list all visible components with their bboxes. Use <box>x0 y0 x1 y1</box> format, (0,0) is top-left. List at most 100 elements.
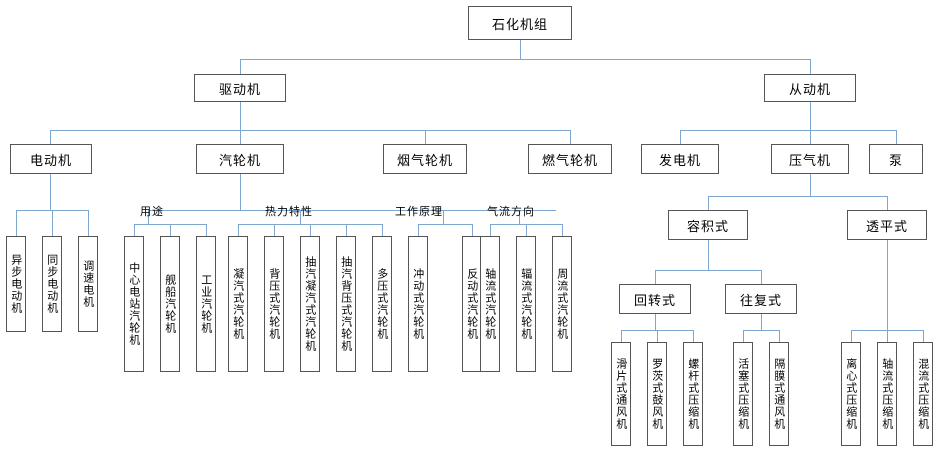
connector-turbo-leaf-1 <box>851 330 852 342</box>
leaf-peripheral-flow-turbine[interactable]: 周流式汽轮机 <box>552 236 572 372</box>
connector-motor-leaf-3 <box>88 210 89 236</box>
leaf-extraction-backpressure-turbine-label: 抽汽背压式汽轮机 <box>339 256 353 352</box>
leaf-diaphragm-fan[interactable]: 隔膜式通风机 <box>769 342 789 446</box>
leaf-async-motor-label: 异步电动机 <box>9 254 23 314</box>
group-label-use: 用途 <box>140 205 164 218</box>
node-turbo-type[interactable]: 透平式 <box>847 210 927 240</box>
node-driven[interactable]: 从动机 <box>764 74 856 102</box>
leaf-async-motor[interactable]: 异步电动机 <box>6 236 26 332</box>
node-root-label: 石化机组 <box>491 17 548 33</box>
leaf-axial-flow-turbine[interactable]: 轴流式汽轮机 <box>480 236 500 372</box>
leaf-extraction-backpressure-turbine[interactable]: 抽汽背压式汽轮机 <box>336 236 356 372</box>
leaf-radial-flow-turbine-label: 辐流式汽轮机 <box>519 268 533 340</box>
connector-turbo-down <box>887 240 888 330</box>
connector-level2-bus <box>240 59 810 60</box>
leaf-piston-compressor[interactable]: 活塞式压缩机 <box>733 342 753 446</box>
node-compressor-label: 压气机 <box>788 153 831 169</box>
connector-to-turbo <box>887 196 888 210</box>
connector-group-flow <box>519 210 520 224</box>
leaf-extraction-condensing-turbine[interactable]: 抽汽凝汽式汽轮机 <box>300 236 320 372</box>
connector-flow-leaf-2 <box>526 224 527 236</box>
connector-flow-leaf-1 <box>490 224 491 236</box>
leaf-screw-compressor[interactable]: 螺杆式压缩机 <box>683 342 703 446</box>
connector-to-generator <box>680 130 681 144</box>
leaf-reaction-turbine[interactable]: 反动式汽轮机 <box>462 236 482 372</box>
node-driven-label: 从动机 <box>788 82 831 98</box>
node-electric-motor[interactable]: 电动机 <box>10 144 92 174</box>
node-volumetric-type[interactable]: 容积式 <box>668 210 748 240</box>
node-generator-label: 发电机 <box>658 153 701 169</box>
leaf-centrifugal-compressor[interactable]: 离心式压缩机 <box>841 342 861 446</box>
leaf-variable-speed-motor-label: 调速电机 <box>81 260 95 308</box>
connector-to-pump <box>896 130 897 144</box>
connector-to-reciprocating <box>761 270 762 284</box>
connector-rotary-leaf-2 <box>657 330 658 342</box>
leaf-variable-speed-motor[interactable]: 调速电机 <box>78 236 98 332</box>
leaf-axial-flow-turbine-label: 轴流式汽轮机 <box>483 268 497 340</box>
leaf-sliding-vane-fan[interactable]: 滑片式通风机 <box>611 342 631 446</box>
leaf-impulse-turbine-label: 冲动式汽轮机 <box>411 268 425 340</box>
connector-to-volumetric <box>708 196 709 210</box>
leaf-reaction-turbine-label: 反动式汽轮机 <box>465 268 479 340</box>
connector-reciprocating-leaf-2 <box>779 330 780 342</box>
leaf-sync-motor[interactable]: 同步电动机 <box>42 236 62 332</box>
node-rotary-type-label: 回转式 <box>633 293 676 309</box>
leaf-industrial-turbine[interactable]: 工业汽轮机 <box>196 236 216 372</box>
node-gas-turbine[interactable]: 燃气轮机 <box>528 144 612 174</box>
connector-volumetric-bus <box>655 270 761 271</box>
node-electric-motor-label: 电动机 <box>29 153 72 169</box>
node-root[interactable]: 石化机组 <box>468 6 572 40</box>
group-label-thermal: 热力特性 <box>265 205 313 218</box>
leaf-extraction-condensing-turbine-label: 抽汽凝汽式汽轮机 <box>303 256 317 352</box>
leaf-condensing-turbine[interactable]: 凝汽式汽轮机 <box>228 236 248 372</box>
connector-reciprocating-leaf-1 <box>743 330 744 342</box>
leaf-screw-compressor-label: 螺杆式压缩机 <box>686 358 700 430</box>
connector-motor-leaf-1 <box>16 210 17 236</box>
leaf-impulse-turbine[interactable]: 冲动式汽轮机 <box>408 236 428 372</box>
connector-steam-turbine-bus <box>148 210 556 211</box>
connector-steam-turbine-down <box>240 174 241 210</box>
connector-to-driver <box>240 59 241 75</box>
connector-root-down <box>520 40 521 59</box>
node-steam-turbine[interactable]: 汽轮机 <box>196 144 284 174</box>
leaf-central-plant-turbine-label: 中心电站汽轮机 <box>127 262 141 346</box>
leaf-marine-turbine[interactable]: 舰船汽轮机 <box>160 236 180 372</box>
leaf-multi-pressure-turbine[interactable]: 多压式汽轮机 <box>372 236 392 372</box>
connector-rotary-leaf-3 <box>693 330 694 342</box>
connector-to-flue-gas-turbine <box>425 130 426 144</box>
leaf-central-plant-turbine[interactable]: 中心电站汽轮机 <box>124 236 144 372</box>
connector-group-principle <box>443 210 444 224</box>
leaf-mixed-flow-compressor[interactable]: 混流式压缩机 <box>913 342 933 446</box>
node-generator[interactable]: 发电机 <box>641 144 719 174</box>
connector-to-motor <box>50 130 51 144</box>
connector-to-compressor <box>810 130 811 144</box>
leaf-centrifugal-compressor-label: 离心式压缩机 <box>844 358 858 430</box>
connector-driven-bus <box>680 130 896 131</box>
connector-turbo-leaf-3 <box>923 330 924 342</box>
leaf-multi-pressure-turbine-label: 多压式汽轮机 <box>375 268 389 340</box>
node-driver[interactable]: 驱动机 <box>194 74 286 102</box>
connector-rotary-leaf-1 <box>621 330 622 342</box>
node-compressor[interactable]: 压气机 <box>771 144 849 174</box>
node-rotary-type[interactable]: 回转式 <box>619 284 691 314</box>
leaf-radial-flow-turbine[interactable]: 辐流式汽轮机 <box>516 236 536 372</box>
leaf-backpressure-turbine[interactable]: 背压式汽轮机 <box>264 236 284 372</box>
node-turbo-type-label: 透平式 <box>865 219 908 235</box>
node-driver-label: 驱动机 <box>218 82 261 98</box>
connector-driver-bus <box>50 130 570 131</box>
leaf-axial-compressor[interactable]: 轴流式压缩机 <box>877 342 897 446</box>
connector-compressor-bus <box>708 196 887 197</box>
connector-turbo-leaf-2 <box>887 330 888 342</box>
leaf-backpressure-turbine-label: 背压式汽轮机 <box>267 268 281 340</box>
connector-reciprocating-down <box>761 314 762 330</box>
leaf-roots-blower-label: 罗茨式鼓风机 <box>650 358 664 430</box>
connector-principle-bus <box>418 224 472 225</box>
leaf-roots-blower[interactable]: 罗茨式鼓风机 <box>647 342 667 446</box>
connector-to-driven <box>810 59 811 75</box>
connector-use-leaf-1 <box>134 224 135 236</box>
node-reciprocating-type[interactable]: 往复式 <box>725 284 797 314</box>
node-flue-gas-turbine[interactable]: 烟气轮机 <box>383 144 467 174</box>
node-pump[interactable]: 泵 <box>869 144 923 174</box>
connector-to-steam-turbine <box>240 130 241 144</box>
leaf-peripheral-flow-turbine-label: 周流式汽轮机 <box>555 268 569 340</box>
